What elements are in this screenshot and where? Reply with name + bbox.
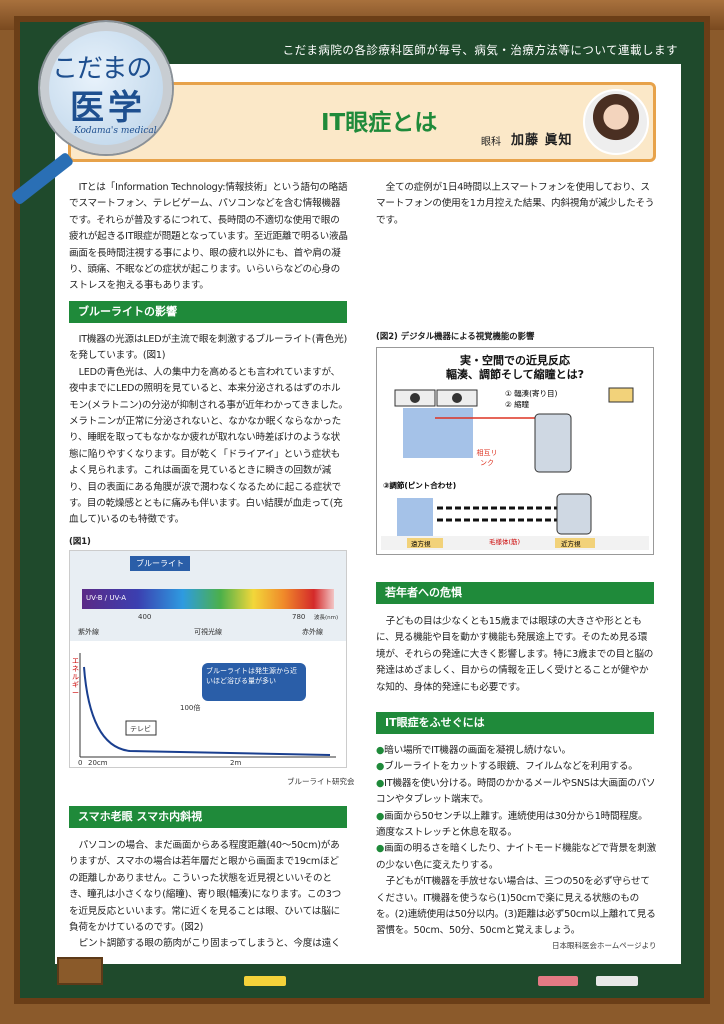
figure2-far: 遠方視 [411, 540, 431, 548]
figure2-title1: 実・空間での近見反応 [460, 354, 570, 367]
prevent-item: ●IT機器を使い分ける。時間のかかるメールやSNSは大画面のパソコンやタブレット… [376, 777, 656, 806]
prevent-source: 日本眼科医会ホームページより [552, 941, 657, 950]
uv-region: 紫外線 [78, 628, 99, 636]
presbyopia-text-left: パソコンの場合、まだ画面からある程度距離(40〜50cm)がありますが、スマホの… [69, 840, 342, 934]
figure2-near: 近方視 [561, 540, 581, 548]
logo-line3: Kodama's medical [74, 126, 157, 136]
prevent-item: ●画面から50センチ以上離す。連続使用は30分から1時間程度。適度なストレッチと… [376, 810, 648, 839]
ir-region: 赤外線 [302, 628, 323, 636]
visible-region: 可視光線 [194, 628, 222, 636]
figure1-caption: (図1) [69, 536, 91, 546]
figure2-item2: ② 縮瞳 [505, 400, 530, 409]
tick-400: 400 [138, 613, 152, 621]
energy-note: ブルーライトは発生源から近いほど浴びる量が多い [206, 667, 297, 685]
times-100-label: 100倍 [180, 704, 201, 712]
section-heading-presbyopia: スマホ老眼 スマホ内斜視 [69, 806, 347, 828]
prevent-list: ●暗い場所でIT機器の画面を凝視し続けない。 ●ブルーライトをカットする眼鏡、フ… [376, 743, 656, 940]
prevent-item: ●暗い場所でIT機器の画面を凝視し続けない。 [376, 745, 571, 756]
logo-line1: こだまの [52, 54, 152, 84]
section-heading-prevent: IT眼症をふせぐには [376, 712, 654, 734]
tv-label: テレビ [130, 725, 151, 733]
x-0: 0 [78, 759, 83, 767]
figure2: 実・空間での近見反応 輻湊、調節そして縮瞳とは? ① 輻湊(寄り目) ② 縮瞳 … [376, 347, 654, 555]
uv-label: UV-B / UV-A [86, 594, 127, 602]
blue-light-text: IT機器の光源はLEDが主流で眼を刺激するブルーライト(青色光)を発しています。… [69, 334, 348, 526]
figure2-title2: 輻湊、調節そして縮瞳とは? [445, 368, 585, 381]
youth-text: 子どもの目は少なくとも15歳までは眼球の大きさや形とともに、見る機能や目を動かす… [376, 616, 654, 693]
prevent-closing: 子どもがIT機器を手放せない場合は、三つの50を必ず守らせてください。IT機器を… [376, 876, 656, 937]
energy-axis-label: エネルギー [72, 657, 79, 697]
chalk-pink-icon [538, 976, 578, 986]
section-heading-youth: 若年者への危惧 [376, 582, 654, 604]
magnifier-lens-icon [40, 22, 172, 154]
figure2-diagram [381, 387, 649, 550]
article-title: IT眼症とは [321, 110, 438, 136]
figure2-caption: (図2) デジタル機器による視覚機能の影響 [376, 331, 535, 341]
energy-curve [79, 653, 336, 758]
energy-curve-panel: エネルギー ブルーライトは発生源から近いほど浴びる量が多い 100倍 テレビ 0… [70, 647, 346, 767]
figure1: ブルーライト UV-B / UV-A 400 780 波長(nm) 紫外線 可視… [69, 550, 347, 768]
prevent-item: ●ブルーライトをカットする眼鏡、フイルムなどを利用する。 [376, 761, 638, 773]
figure2-item1: ① 輻湊(寄り目) [505, 389, 558, 398]
chalk-yellow-icon [244, 976, 286, 986]
spectrum-panel: ブルーライト UV-B / UV-A 400 780 波長(nm) 紫外線 可視… [70, 551, 346, 641]
figure2-ciliary: 毛様体(筋) [489, 538, 521, 546]
header-tagline: こだま病院の各診療科医師が毎号、病気・治療方法等について連載します [282, 43, 678, 57]
author-photo [583, 89, 649, 155]
x-2m: 2m [230, 759, 242, 767]
author-name: 加藤 眞知 [511, 133, 573, 148]
header-strip: こだま病院の各診療科医師が毎号、病気・治療方法等について連載します [56, 42, 678, 60]
tick-780: 780 [292, 613, 306, 621]
chalk-white-icon [596, 976, 638, 986]
figure2-link: 相互リンク [476, 449, 498, 467]
wavelength-unit: 波長(nm) [314, 615, 339, 621]
blue-light-label: ブルーライト [130, 556, 190, 571]
x-20cm: 20cm [88, 759, 108, 767]
prevent-item: ●画面の明るさを暗くしたり、ナイトモード機能などで背景を刺激の少ない色に変えたり… [376, 843, 657, 871]
section-heading-blue-light: ブルーライトの影響 [69, 301, 347, 323]
presbyopia-text-right: 全ての症例が1日4時間以上スマートフォンを使用しており、スマートフォンの使用を1… [376, 182, 655, 226]
logo-line2: 医学 [70, 88, 146, 128]
eraser-icon [57, 957, 103, 985]
presbyopia-text-left-2: ピント調節する眼の筋肉がこり固まってしまうと、今度は遠くを見たときに、手前にピン… [78, 938, 341, 949]
figure2-item3: ③調節(ピント合わせ) [383, 481, 457, 490]
intro-text: ITとは「Information Technology:情報技術」という語句の略… [69, 182, 348, 292]
figure1-credit: ブルーライト研究会 [287, 777, 355, 786]
spectrum-bar [82, 589, 334, 609]
department-label: 眼科 [481, 137, 501, 148]
